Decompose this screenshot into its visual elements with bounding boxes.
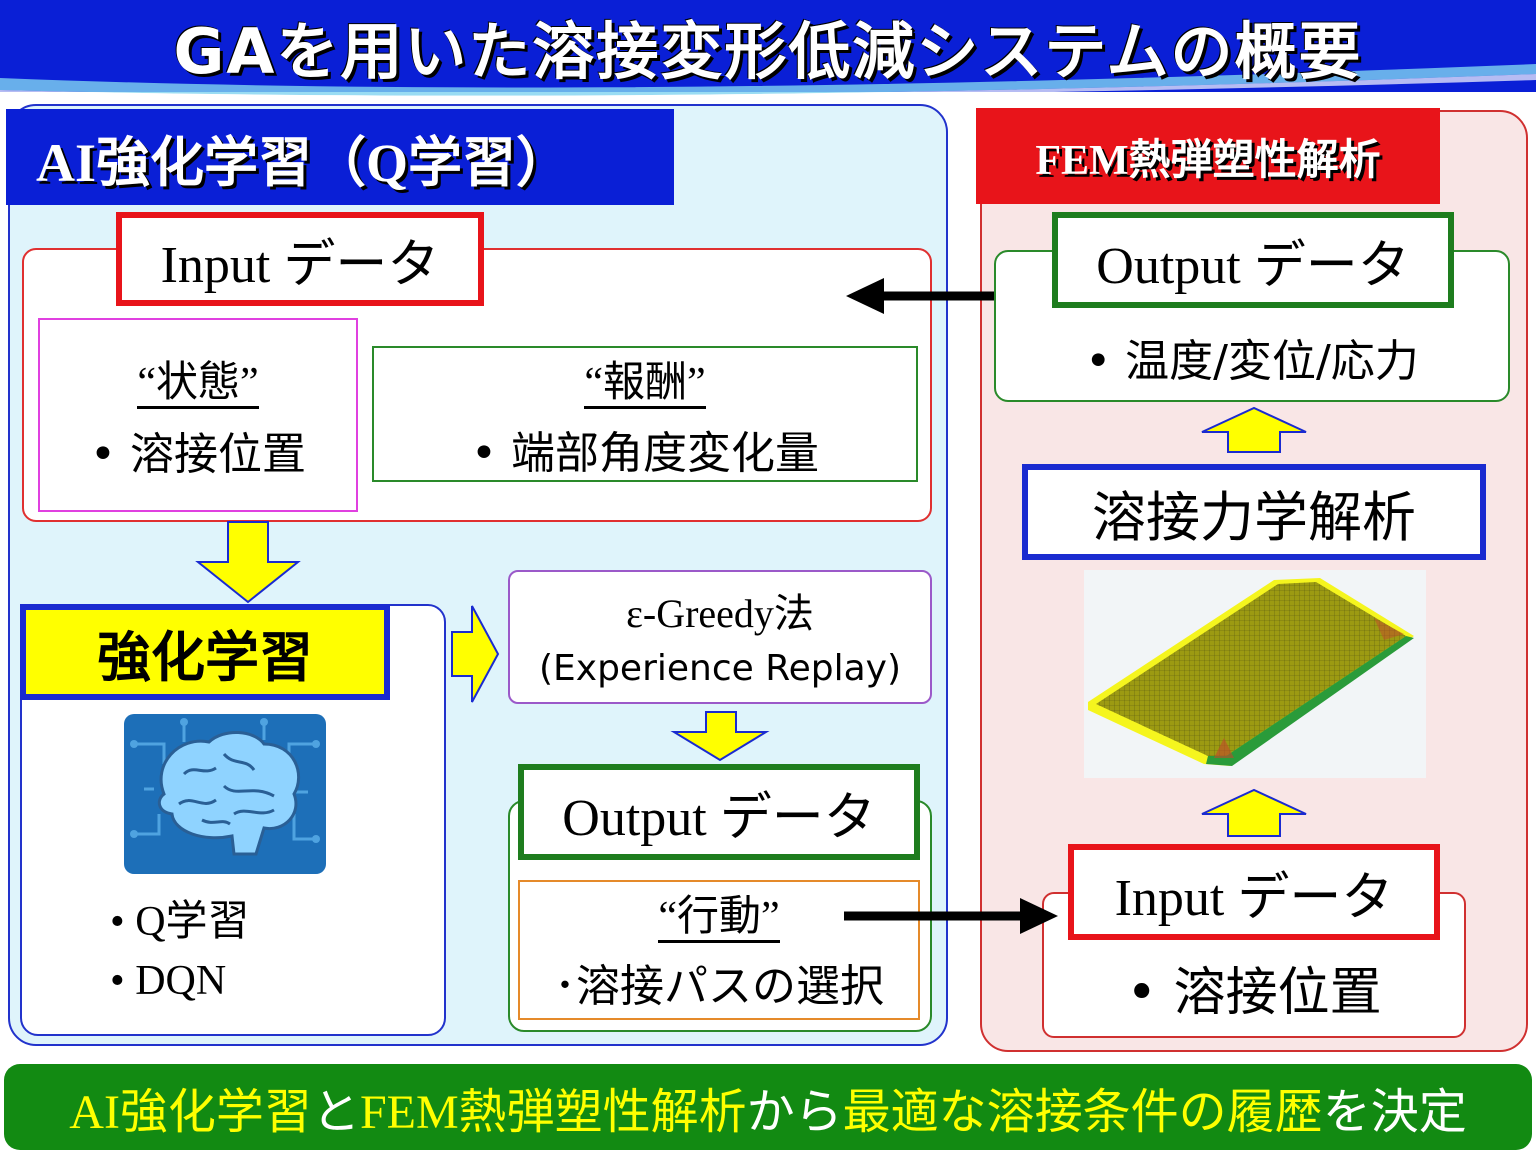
reward-box	[372, 346, 918, 482]
page-title: GAを用いた溶接変形低減システムの概要	[173, 15, 1363, 88]
ai-brain-icon	[124, 714, 326, 874]
rl-method-q-learning: • Q学習	[110, 898, 250, 945]
reward-item: • 端部角度変化量	[471, 428, 819, 479]
footer-fem: FEM熱弾塑性解析	[359, 1086, 747, 1139]
welding-mechanics-analysis-label: 溶接力学解析	[1022, 464, 1486, 560]
title-swoosh-decoration	[0, 64, 1536, 99]
rl-method-dqn: • DQN	[110, 958, 227, 1004]
fem-input-item: • 溶接位置	[1126, 962, 1382, 1023]
epsilon-greedy-box	[508, 570, 932, 704]
ai-panel-header: AI強化学習（Q学習）	[6, 109, 674, 205]
footer-optimal-history: 最適な溶接条件の履歴	[842, 1084, 1323, 1140]
ai-input-data-label: Input データ	[116, 212, 484, 306]
ai-output-data-label: Output データ	[518, 764, 920, 860]
action-title: “行動”	[518, 890, 920, 946]
state-box	[38, 318, 358, 512]
experience-replay-label: (Experience Replay)	[538, 647, 902, 689]
footer-ai-rl: AI強化学習	[69, 1086, 312, 1139]
fem-mesh-plate-image	[1084, 570, 1426, 778]
epsilon-greedy-label: ε-Greedy法	[626, 591, 814, 636]
fem-output-data-label: Output データ	[1052, 212, 1454, 308]
fem-input-data-label: Input データ	[1068, 844, 1440, 940]
action-item: ･溶接パスの選択	[554, 961, 884, 1012]
footer-decide: を決定	[1322, 1084, 1467, 1140]
action-box	[518, 880, 920, 1020]
reward-title: “報酬”	[372, 356, 918, 412]
reinforcement-learning-label: 強化学習	[20, 604, 390, 700]
fem-panel-header: FEM熱弾塑性解析	[976, 108, 1440, 204]
state-title: “状態”	[38, 356, 358, 412]
fem-output-item: • 温度/変位/応力	[1085, 336, 1419, 387]
state-item: • 溶接位置	[90, 429, 306, 480]
footer-from: から	[746, 1084, 843, 1140]
footer-and: と	[311, 1084, 360, 1140]
